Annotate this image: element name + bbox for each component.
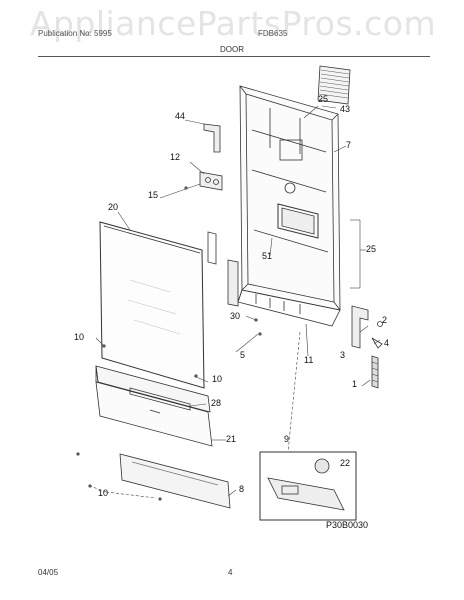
- callout-7: 7: [346, 140, 352, 150]
- diagram-reference-id: P30B0030: [326, 520, 369, 530]
- side-brackets: [207, 231, 239, 307]
- part-9-dispenser-inset: [259, 451, 357, 521]
- part-43-grille: [317, 65, 351, 105]
- part-28-handle: [129, 387, 191, 411]
- footer-date: 04/05: [38, 568, 59, 577]
- callout-30: 30: [230, 311, 241, 321]
- callout-15: 15: [148, 190, 159, 200]
- callout-2: 2: [382, 315, 388, 325]
- screws: [76, 186, 262, 501]
- callout-21: 21: [226, 434, 237, 444]
- watermark: AppliancePartsPros.com: [29, 4, 437, 43]
- part-12-latch: [199, 171, 223, 191]
- callout-10-bottom: 10: [98, 488, 109, 498]
- callout-5: 5: [240, 350, 246, 360]
- part-21-control-panel: [95, 365, 213, 447]
- footer-page-number: 4: [228, 568, 233, 577]
- callout-25-right: 25: [366, 244, 377, 254]
- callout-25-top: 25: [318, 94, 329, 104]
- section-title: DOOR: [220, 45, 244, 54]
- callout-43: 43: [340, 104, 351, 114]
- callout-20: 20: [108, 202, 119, 212]
- callout-10-mid: 10: [212, 374, 223, 384]
- callout-9: 9: [284, 434, 290, 444]
- part-1-spring: [371, 355, 379, 389]
- part-20-outer-panel: [99, 221, 205, 389]
- callout-22: 22: [340, 458, 351, 468]
- callout-4: 4: [384, 338, 390, 348]
- callout-1: 1: [352, 379, 358, 389]
- callout-10-left: 10: [74, 332, 85, 342]
- part-44-arm: [203, 123, 221, 153]
- callout-28: 28: [211, 398, 222, 408]
- callout-3: 3: [340, 350, 346, 360]
- leader-lines: [89, 105, 381, 499]
- callout-11: 11: [304, 355, 314, 365]
- part-7-inner-door: [237, 85, 341, 327]
- publication-number: Publication No: 5995: [38, 29, 112, 38]
- part-8-kickplate: [119, 453, 231, 509]
- callout-12: 12: [170, 152, 181, 162]
- callout-44: 44: [175, 111, 186, 121]
- header-divider: [38, 56, 430, 57]
- callout-8: 8: [239, 484, 245, 494]
- model-number: FDB635: [258, 29, 288, 38]
- callout-51: 51: [262, 251, 273, 261]
